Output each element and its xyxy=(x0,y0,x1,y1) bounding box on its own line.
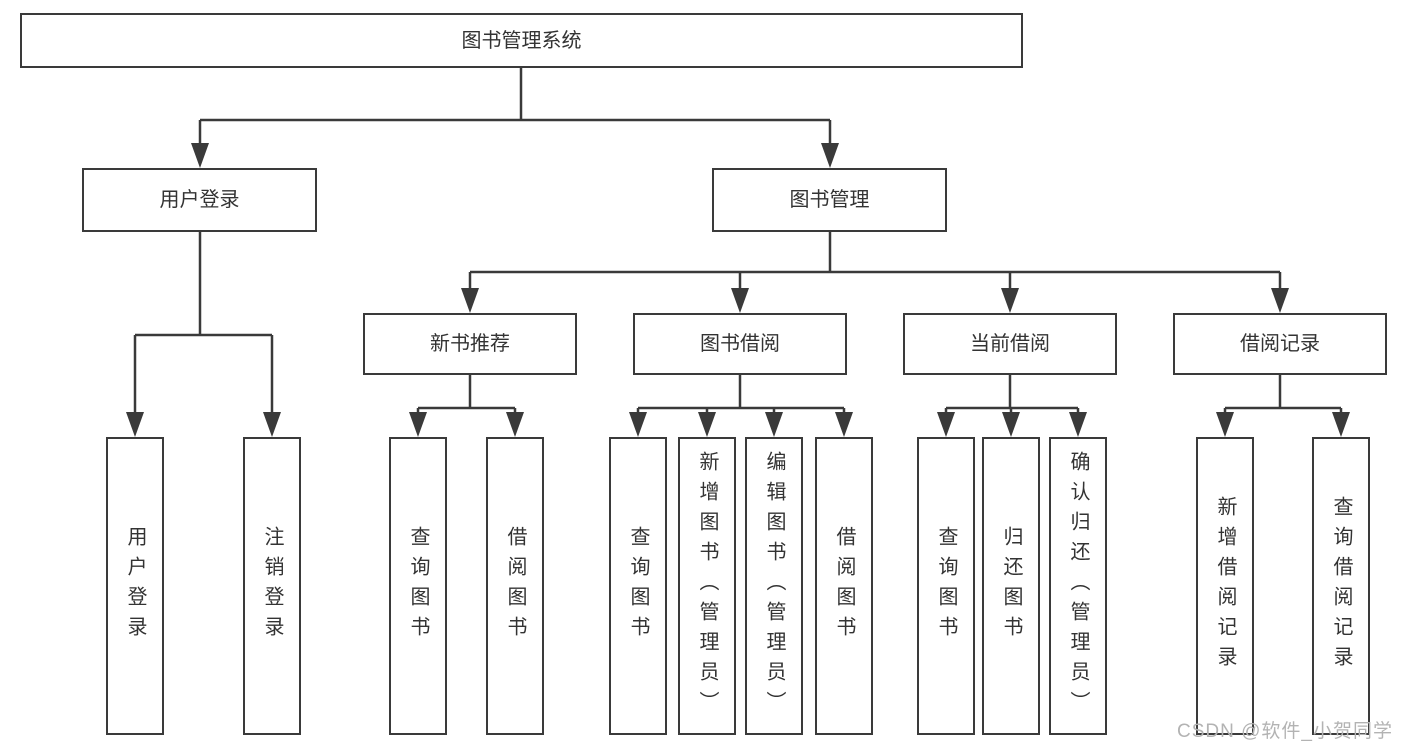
arrowhead-icon xyxy=(263,412,281,437)
leaf-user-login: 用户登录 xyxy=(106,437,164,735)
node-new-book-recommendation: 新书推荐 xyxy=(363,313,577,375)
connector-current-borrowing-to-leaves xyxy=(937,375,1087,437)
node-label: 查询借阅记录 xyxy=(1330,496,1352,676)
leaf-borrow-books-recommend: 借阅图书 xyxy=(486,437,544,735)
node-label: 当前借阅 xyxy=(970,333,1050,355)
leaf-confirm-return-admin: 确认归还（管理员） xyxy=(1049,437,1107,735)
leaf-query-books-current: 查询图书 xyxy=(917,437,975,735)
leaf-return-books: 归还图书 xyxy=(982,437,1040,735)
node-book-management: 图书管理 xyxy=(712,168,947,232)
node-label: 借阅图书 xyxy=(504,526,526,646)
node-label: 查询图书 xyxy=(407,526,429,646)
node-label: 新书推荐 xyxy=(430,333,510,355)
arrowhead-icon xyxy=(126,412,144,437)
leaf-query-borrow-record: 查询借阅记录 xyxy=(1312,437,1370,735)
arrowhead-icon xyxy=(506,412,524,437)
node-book-borrowing: 图书借阅 xyxy=(633,313,847,375)
arrowhead-icon xyxy=(191,143,209,168)
node-borrowing-records: 借阅记录 xyxy=(1173,313,1387,375)
node-label: 归还图书 xyxy=(1000,526,1022,646)
node-current-borrowing: 当前借阅 xyxy=(903,313,1117,375)
arrowhead-icon xyxy=(1069,412,1087,437)
connector-new-book-recommendation-to-leaves xyxy=(409,375,524,437)
connector-root-to-level2 xyxy=(191,68,839,168)
arrowhead-icon xyxy=(1271,288,1289,313)
node-label: 新增借阅记录 xyxy=(1214,496,1236,676)
arrowhead-icon xyxy=(731,288,749,313)
node-label: 查询图书 xyxy=(935,526,957,646)
arrowhead-icon xyxy=(1002,412,1020,437)
node-label: 图书管理系统 xyxy=(461,29,582,52)
arrowhead-icon xyxy=(937,412,955,437)
node-label: 图书借阅 xyxy=(700,333,780,355)
arrowhead-icon xyxy=(1216,412,1234,437)
node-label: 借阅记录 xyxy=(1240,333,1320,355)
leaf-borrow-books: 借阅图书 xyxy=(815,437,873,735)
node-label: 用户登录 xyxy=(159,189,240,211)
leaf-add-borrow-record: 新增借阅记录 xyxy=(1196,437,1254,735)
node-label: 新增图书（管理员） xyxy=(696,451,718,721)
connector-user-login-to-leaves xyxy=(126,232,281,437)
node-label: 图书管理 xyxy=(789,189,870,211)
leaf-logout: 注销登录 xyxy=(243,437,301,735)
connector-book-management-to-level3 xyxy=(461,232,1289,313)
arrowhead-icon xyxy=(821,143,839,168)
arrowhead-icon xyxy=(1001,288,1019,313)
node-label: 查询图书 xyxy=(627,526,649,646)
arrowhead-icon xyxy=(409,412,427,437)
arrowhead-icon xyxy=(765,412,783,437)
node-label: 用户登录 xyxy=(124,526,146,646)
node-label: 确认归还（管理员） xyxy=(1067,451,1089,721)
leaf-edit-books-admin: 编辑图书（管理员） xyxy=(745,437,803,735)
connector-borrowing-records-to-leaves xyxy=(1216,375,1350,437)
arrowhead-icon xyxy=(1332,412,1350,437)
node-library-management-system: 图书管理系统 xyxy=(20,13,1023,68)
node-label: 编辑图书（管理员） xyxy=(763,451,785,721)
connector-book-borrowing-to-leaves xyxy=(629,375,853,437)
leaf-query-books-borrowing: 查询图书 xyxy=(609,437,667,735)
csdn-watermark: CSDN @软件_小贺同学 xyxy=(1177,721,1393,742)
arrowhead-icon xyxy=(835,412,853,437)
arrowhead-icon xyxy=(461,288,479,313)
leaf-query-books-recommend: 查询图书 xyxy=(389,437,447,735)
leaf-add-books-admin: 新增图书（管理员） xyxy=(678,437,736,735)
arrowhead-icon xyxy=(698,412,716,437)
node-label: 注销登录 xyxy=(261,526,283,646)
node-user-login: 用户登录 xyxy=(82,168,317,232)
node-label: 借阅图书 xyxy=(833,526,855,646)
arrowhead-icon xyxy=(629,412,647,437)
